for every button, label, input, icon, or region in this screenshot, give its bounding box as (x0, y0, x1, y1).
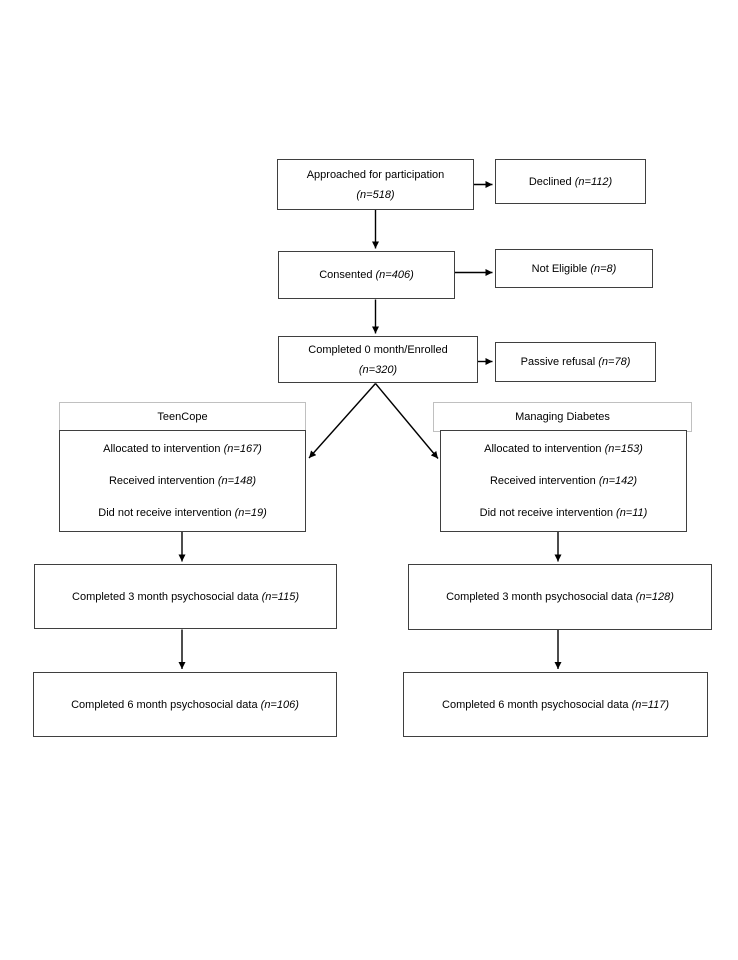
teencope-3month-text: Completed 3 month psychosocial data (72, 590, 259, 603)
teencope-allocated-row: Allocated to intervention (n=167) (103, 439, 262, 459)
teencope-6month-n: (n=106) (260, 698, 299, 711)
box-consented: Consented (n=406) (278, 251, 455, 299)
box-teencope-6month: Completed 6 month psychosocial data (n=1… (33, 672, 337, 737)
box-md-6month: Completed 6 month psychosocial data (n=1… (403, 672, 708, 737)
box-not-eligible-label: Not Eligible (n=8) (532, 259, 617, 279)
teencope-3month-label: Completed 3 month psychosocial data (n=1… (72, 587, 299, 607)
md-received-n: (n=142) (598, 475, 638, 487)
box-approached: Approached for participation (n=518) (277, 159, 474, 210)
md-received-row: Received intervention (n=142) (490, 471, 637, 491)
box-md-3month: Completed 3 month psychosocial data (n=1… (408, 564, 712, 630)
md-6month-label: Completed 6 month psychosocial data (n=1… (442, 695, 669, 715)
teencope-received-text: Received intervention (108, 475, 215, 487)
teencope-allocated-text: Allocated to intervention (103, 443, 221, 455)
md-allocated-text: Allocated to intervention (484, 443, 602, 455)
arm-header-teencope-label: TeenCope (157, 411, 208, 423)
box-not-eligible: Not Eligible (n=8) (495, 249, 653, 288)
box-approached-n: (n=518) (356, 188, 395, 201)
teencope-6month-label: Completed 6 month psychosocial data (n=1… (71, 695, 299, 715)
md-not-received-row: Did not receive intervention (n=11) (480, 503, 648, 523)
arrow-enrolled-to-managing-diabetes (374, 383, 439, 459)
box-passive-refusal-text: Passive refusal (520, 356, 596, 368)
box-enrolled-n: (n=320) (358, 363, 398, 376)
box-consented-label: Consented (n=406) (319, 265, 414, 285)
box-consented-n: (n=406) (375, 269, 414, 281)
md-not-received-n: (n=11) (616, 507, 648, 519)
md-3month-n: (n=128) (635, 591, 674, 603)
teencope-not-received-n: (n=19) (234, 507, 267, 519)
box-md-allocation: Allocated to intervention (n=153) Receiv… (440, 430, 687, 532)
box-passive-refusal: Passive refusal (n=78) (495, 342, 656, 382)
box-passive-refusal-label: Passive refusal (n=78) (521, 352, 631, 372)
box-teencope-3month: Completed 3 month psychosocial data (n=1… (34, 564, 337, 629)
teencope-not-received-row: Did not receive intervention (n=19) (98, 503, 266, 523)
box-declined: Declined (n=112) (495, 159, 646, 204)
arm-header-managing-diabetes: Managing Diabetes (433, 402, 692, 432)
arm-header-teencope: TeenCope (59, 402, 306, 432)
box-consented-text: Consented (319, 269, 373, 281)
arm-header-managing-diabetes-label: Managing Diabetes (515, 411, 610, 423)
box-enrolled: Completed 0 month/Enrolled (n=320) (278, 336, 478, 383)
box-approached-label: Approached for participation (306, 168, 445, 181)
box-teencope-allocation: Allocated to intervention (n=167) Receiv… (59, 430, 306, 532)
teencope-6month-text: Completed 6 month psychosocial data (71, 698, 258, 711)
box-declined-label: Declined (n=112) (529, 172, 612, 192)
md-3month-text: Completed 3 month psychosocial data (446, 591, 633, 603)
arrow-enrolled-to-teencope (308, 383, 377, 459)
md-allocated-row: Allocated to intervention (n=153) (484, 439, 643, 459)
md-3month-label: Completed 3 month psychosocial data (n=1… (446, 587, 674, 607)
teencope-3month-n: (n=115) (261, 590, 299, 603)
box-not-eligible-n: (n=8) (590, 262, 617, 275)
md-allocated-n: (n=153) (604, 443, 643, 455)
box-declined-text: Declined (528, 175, 572, 188)
teencope-allocated-n: (n=167) (223, 443, 262, 455)
teencope-received-row: Received intervention (n=148) (109, 471, 256, 491)
md-6month-n: (n=117) (631, 698, 669, 711)
md-received-text: Received intervention (489, 475, 596, 487)
box-passive-refusal-n: (n=78) (598, 356, 631, 368)
md-not-received-text: Did not receive intervention (479, 507, 613, 519)
md-6month-text: Completed 6 month psychosocial data (442, 698, 629, 711)
teencope-not-received-text: Did not receive intervention (98, 507, 232, 519)
box-enrolled-label: Completed 0 month/Enrolled (308, 343, 448, 356)
teencope-received-n: (n=148) (217, 475, 257, 487)
box-declined-n: (n=112) (574, 175, 613, 188)
box-not-eligible-text: Not Eligible (531, 262, 588, 275)
